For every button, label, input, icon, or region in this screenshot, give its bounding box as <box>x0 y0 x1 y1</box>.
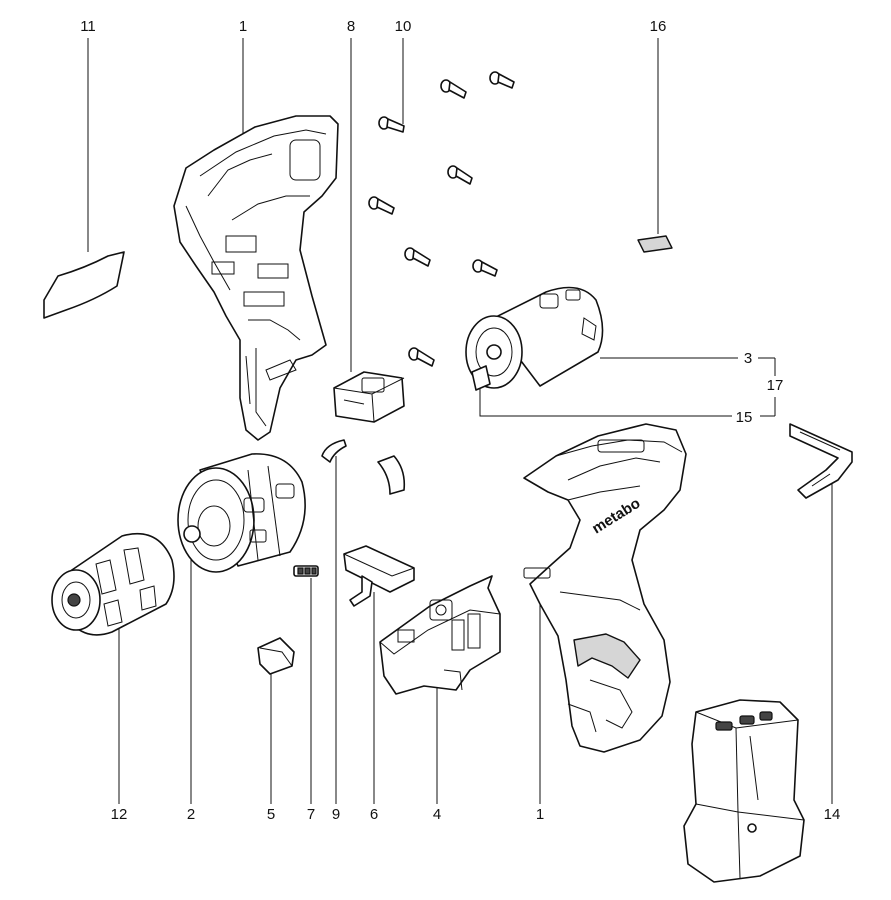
label-8: 8 <box>347 18 355 35</box>
label-2: 2 <box>187 806 195 823</box>
label-10: 10 <box>395 18 412 35</box>
part-16-pad <box>637 235 673 253</box>
part-7-led-strip <box>293 565 319 577</box>
part-11-label-sticker <box>43 251 125 319</box>
label-12: 12 <box>111 806 128 823</box>
part-6-switch-trigger <box>343 545 415 607</box>
label-16: 16 <box>650 18 667 35</box>
label-15: 15 <box>736 409 753 426</box>
label-11: 11 <box>80 18 96 35</box>
label-6: 6 <box>370 806 378 823</box>
label-17: 17 <box>767 377 784 394</box>
battery-pack <box>683 699 805 883</box>
part-number-labels: 11 1 8 10 16 3 17 15 12 2 5 7 9 6 4 1 14 <box>80 18 840 823</box>
screw <box>404 247 431 267</box>
part-8-switch-slider <box>333 371 405 423</box>
screw <box>440 79 467 99</box>
part-9-spring-clip <box>321 439 347 463</box>
screw <box>408 347 435 367</box>
part-1-housing-left <box>173 115 339 441</box>
part-10-screws <box>368 71 515 367</box>
label-9: 9 <box>332 806 340 823</box>
label-1-top: 1 <box>239 18 247 35</box>
part-curved-shade <box>377 455 406 495</box>
screw <box>368 196 395 215</box>
part-4-switch-module <box>379 575 501 695</box>
screw <box>472 259 498 277</box>
label-5: 5 <box>267 806 275 823</box>
screw <box>447 165 473 185</box>
part-1-housing-right: metabo <box>523 423 687 753</box>
part-5-cap <box>257 637 295 675</box>
label-4: 4 <box>433 806 441 823</box>
part-2-gearbox <box>177 453 306 573</box>
label-1-bottom: 1 <box>536 806 544 823</box>
part-3-motor <box>465 286 604 391</box>
screw <box>378 116 405 133</box>
label-14: 14 <box>824 806 841 823</box>
screw <box>489 71 515 89</box>
label-7: 7 <box>307 806 315 823</box>
part-12-chuck <box>51 532 175 636</box>
leader-15 <box>479 385 732 417</box>
part-14-belt-clip <box>789 423 853 499</box>
leader-lines <box>87 38 833 804</box>
label-3: 3 <box>744 350 752 367</box>
